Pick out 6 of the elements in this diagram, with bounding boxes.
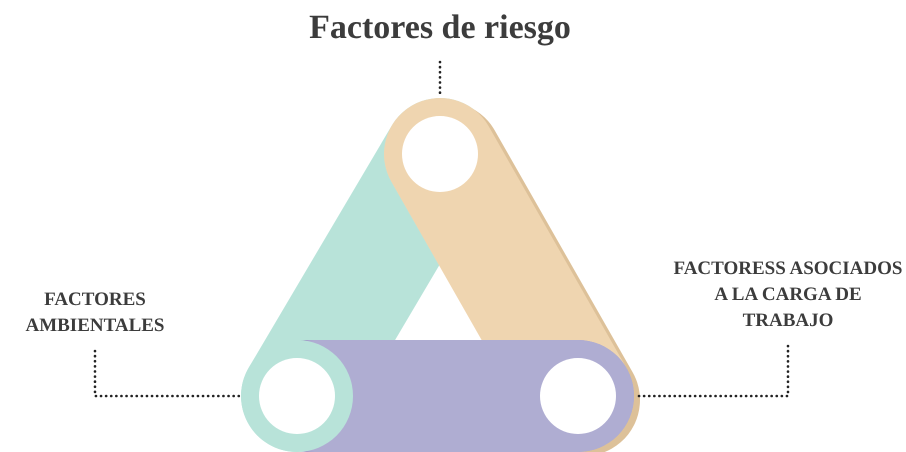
category-label: FACTORESS ASOCIADOS A LA CARGA DE TRABAJO [672, 256, 904, 334]
leader-line [94, 350, 240, 398]
leader-line [634, 344, 790, 398]
category-label: FACTORES AMBIENTALES [5, 287, 185, 339]
leader-line [438, 60, 442, 96]
heading-text: Factores de riesgo [290, 6, 590, 50]
